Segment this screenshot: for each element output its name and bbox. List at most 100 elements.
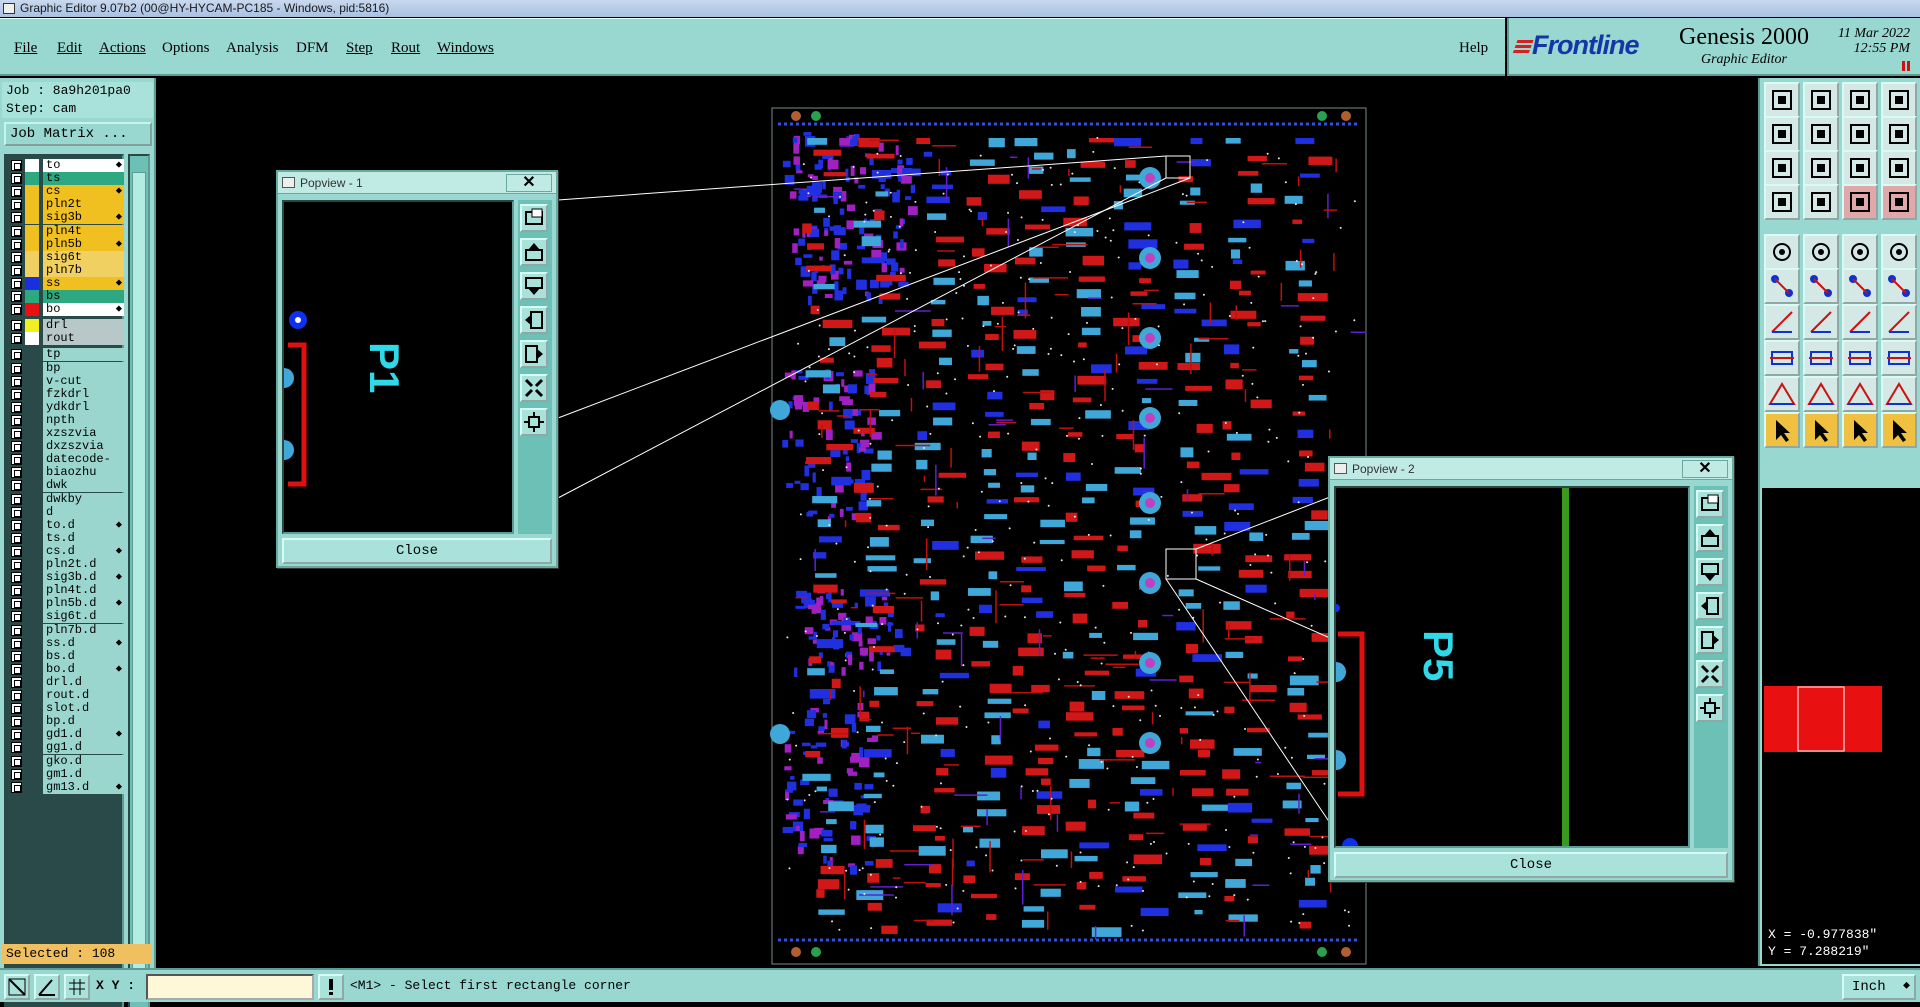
layer-checkbox[interactable] bbox=[11, 388, 22, 400]
home-icon[interactable] bbox=[1842, 82, 1878, 118]
layer-row[interactable]: bp bbox=[8, 361, 124, 376]
pan-up-button[interactable] bbox=[1696, 524, 1724, 552]
layer-checkbox[interactable] bbox=[11, 637, 22, 649]
layer-row[interactable]: bs.d bbox=[8, 649, 124, 664]
layer-menu-icon[interactable]: ⬥ bbox=[115, 781, 122, 792]
layer-row[interactable]: rout bbox=[8, 331, 124, 346]
layer-row[interactable]: cs⬥ bbox=[8, 184, 124, 199]
layer-color-swatch[interactable] bbox=[25, 728, 39, 741]
layer-name[interactable]: pln5b.d⬥ bbox=[43, 597, 124, 611]
window-icon[interactable] bbox=[1881, 82, 1917, 118]
layer-name[interactable]: gd1.d⬥ bbox=[43, 728, 124, 742]
layer-color-swatch[interactable] bbox=[25, 466, 39, 479]
popview-1-close-button[interactable]: Close bbox=[282, 538, 552, 564]
layer-row[interactable]: ts.d bbox=[8, 531, 124, 546]
layer-row[interactable]: datecode-bo bbox=[8, 452, 124, 479]
layer-checkbox[interactable] bbox=[11, 598, 22, 610]
menu-actions[interactable]: Actions bbox=[99, 19, 146, 77]
layer-name[interactable]: slot.d bbox=[43, 702, 124, 716]
symbol-icon[interactable] bbox=[1842, 340, 1878, 376]
layer-name[interactable]: tp bbox=[43, 348, 124, 362]
layer-row[interactable]: sig6t bbox=[8, 250, 124, 265]
arc-line-icon[interactable] bbox=[1803, 304, 1839, 340]
layer-row[interactable]: dwk bbox=[8, 478, 124, 493]
zoom-in-icon[interactable] bbox=[1764, 150, 1800, 186]
layer-color-swatch[interactable] bbox=[25, 702, 39, 715]
layer-row[interactable]: bs bbox=[8, 289, 124, 304]
grid-icon[interactable] bbox=[64, 974, 90, 1000]
delete-icon[interactable] bbox=[1803, 268, 1839, 304]
popview-2-titlebar[interactable]: Popview - 2 bbox=[1330, 458, 1732, 480]
layer-color-swatch[interactable] bbox=[25, 414, 39, 427]
layer-row[interactable]: pln2t.d bbox=[8, 557, 124, 572]
layer-color-swatch[interactable] bbox=[25, 624, 39, 637]
pan-down-button[interactable] bbox=[520, 272, 548, 300]
layer-color-swatch[interactable] bbox=[25, 453, 39, 466]
layer-name[interactable]: sig3b.d⬥ bbox=[43, 571, 124, 585]
zoom-back-icon[interactable] bbox=[1803, 82, 1839, 118]
pan-right-icon[interactable] bbox=[1803, 116, 1839, 152]
layer-menu-icon[interactable]: ⬥ bbox=[115, 277, 122, 288]
layer-name[interactable]: pln7b.d bbox=[43, 623, 124, 637]
copy-icon[interactable] bbox=[1842, 268, 1878, 304]
edit-shape-icon[interactable] bbox=[1803, 234, 1839, 270]
measure-icon[interactable] bbox=[1764, 184, 1800, 220]
layer-checkbox[interactable] bbox=[11, 624, 22, 636]
zoom-in-button[interactable] bbox=[520, 374, 548, 402]
popview-2-close-icon[interactable]: ✕ bbox=[1682, 460, 1728, 478]
layer-checkbox[interactable] bbox=[11, 676, 22, 688]
layer-color-swatch[interactable] bbox=[25, 755, 39, 768]
layer-menu-icon[interactable]: ⬥ bbox=[115, 598, 122, 609]
layer-menu-icon[interactable]: ⬥ bbox=[115, 519, 122, 530]
layer-row[interactable]: drl.d bbox=[8, 675, 124, 690]
layer-row[interactable]: d bbox=[8, 505, 124, 520]
layer-checkbox[interactable] bbox=[11, 755, 22, 767]
layer-row[interactable]: bp.d bbox=[8, 714, 124, 729]
layer-row[interactable]: ss⬥ bbox=[8, 276, 124, 291]
line-h-icon[interactable] bbox=[1803, 340, 1839, 376]
layer-color-swatch[interactable] bbox=[25, 224, 39, 238]
layer-name[interactable]: gg1.d bbox=[43, 741, 124, 755]
layer-name[interactable]: ts bbox=[43, 172, 124, 186]
layer-color-swatch[interactable] bbox=[25, 237, 39, 251]
layer-checkbox[interactable] bbox=[11, 454, 22, 466]
layer-checkbox[interactable] bbox=[11, 493, 22, 505]
layer-color-swatch[interactable] bbox=[25, 172, 39, 186]
layer-checkbox[interactable] bbox=[11, 650, 22, 662]
align-icon[interactable] bbox=[1881, 340, 1917, 376]
layer-color-swatch[interactable] bbox=[25, 479, 39, 492]
help-icon[interactable] bbox=[1881, 150, 1917, 186]
layer-color-swatch[interactable] bbox=[25, 263, 39, 277]
layer-color-swatch[interactable] bbox=[25, 440, 39, 453]
layer-menu-icon[interactable]: ⬥ bbox=[115, 238, 122, 249]
board-overview-minimap[interactable] bbox=[1762, 488, 1920, 928]
layer-red-icon[interactable] bbox=[1842, 184, 1878, 220]
select-icon-icon[interactable] bbox=[1764, 234, 1800, 270]
layer-name[interactable]: to⬥ bbox=[43, 159, 124, 172]
pointer-icon[interactable] bbox=[1764, 412, 1800, 448]
menu-options[interactable]: Options bbox=[162, 19, 210, 77]
pcb-board-view[interactable] bbox=[158, 78, 1756, 966]
layer-checkbox[interactable] bbox=[11, 572, 22, 584]
layer-name[interactable]: xzszvia bbox=[43, 427, 124, 440]
zoom-1to1-icon[interactable] bbox=[1842, 150, 1878, 186]
layer-row[interactable]: gko.d bbox=[8, 754, 124, 769]
layer-color-swatch[interactable] bbox=[25, 715, 39, 728]
angle-snap-button[interactable] bbox=[34, 974, 60, 1000]
line-icon[interactable] bbox=[1764, 304, 1800, 340]
layer-checkbox[interactable] bbox=[11, 467, 22, 479]
layer-name[interactable]: sig3b⬥ bbox=[43, 211, 124, 225]
layer-row[interactable]: npth bbox=[8, 413, 124, 428]
fill-icon[interactable] bbox=[1881, 304, 1917, 340]
layer-checkbox[interactable] bbox=[11, 362, 22, 374]
layer-name[interactable]: d bbox=[43, 505, 124, 519]
layer-name[interactable]: fzkdrl bbox=[43, 387, 124, 401]
layer-name[interactable]: pln2t bbox=[43, 198, 124, 212]
layer-color-swatch[interactable] bbox=[25, 689, 39, 702]
layer-color-swatch[interactable] bbox=[25, 427, 39, 440]
layer-row[interactable]: rout.d bbox=[8, 688, 124, 703]
popview-1-titlebar[interactable]: Popview - 1 bbox=[278, 172, 556, 194]
layer-checkbox[interactable] bbox=[11, 160, 22, 171]
polygon-a-icon[interactable] bbox=[1764, 376, 1800, 412]
polygon-d-icon[interactable] bbox=[1881, 376, 1917, 412]
